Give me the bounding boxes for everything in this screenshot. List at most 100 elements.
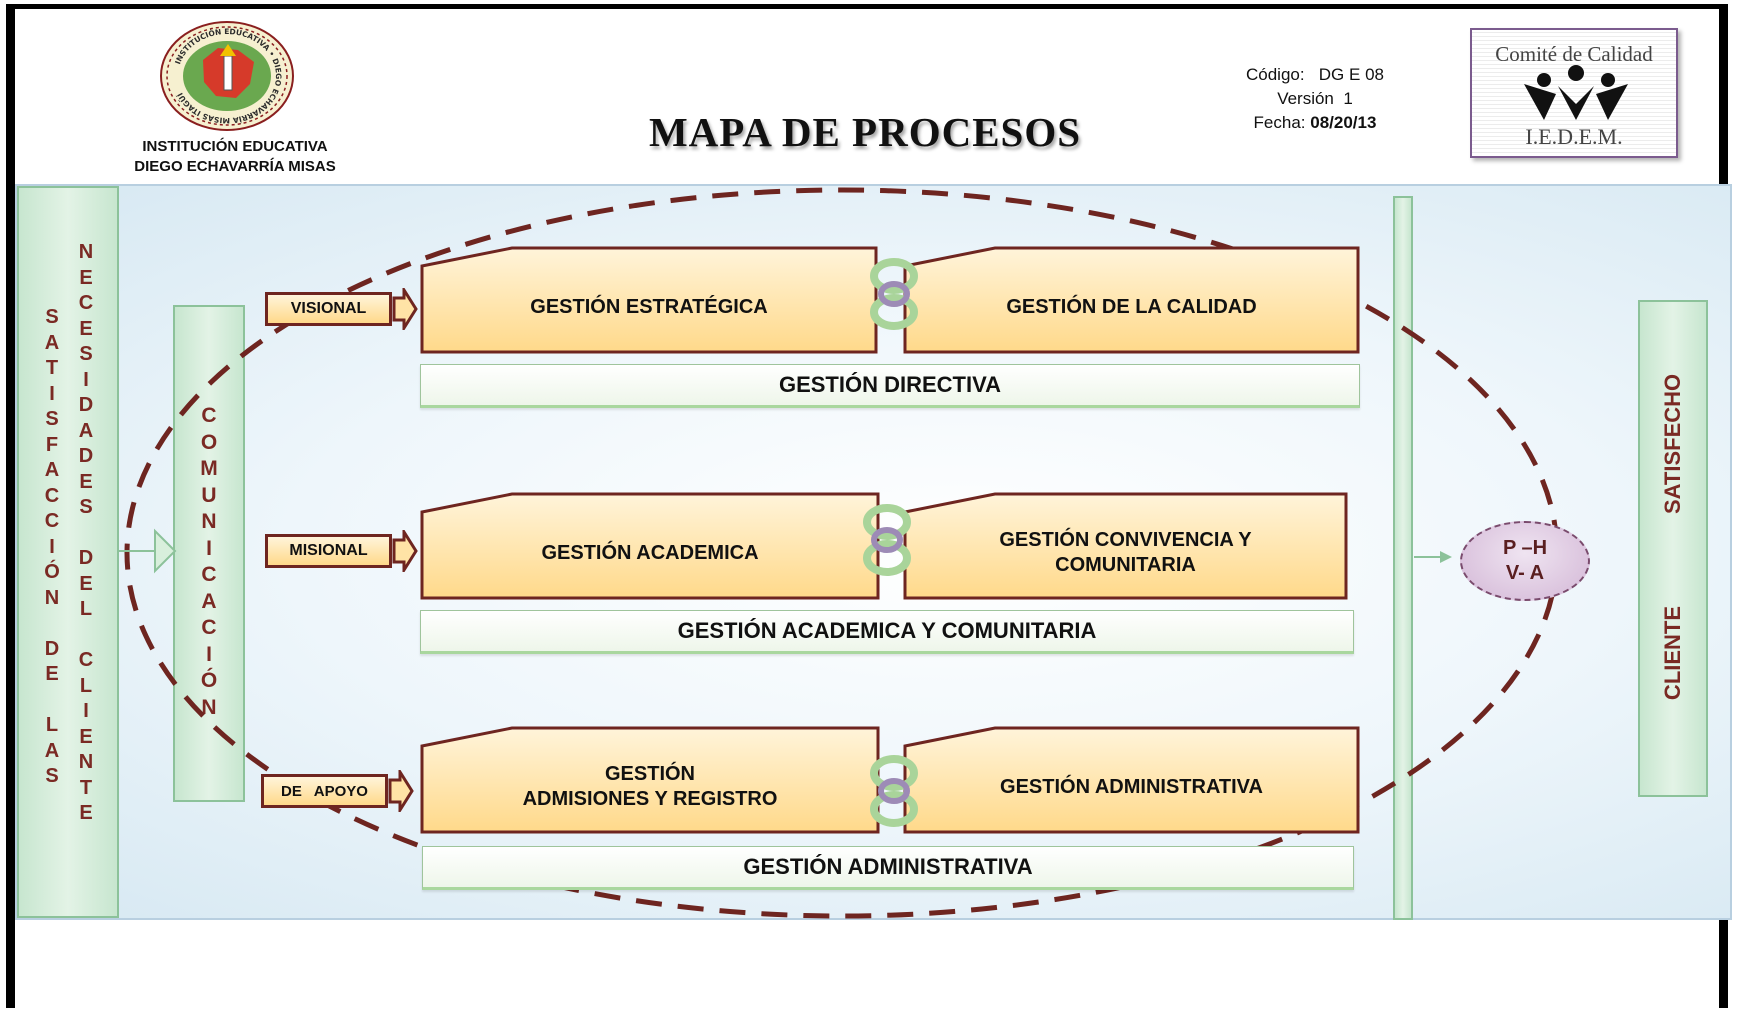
fecha-label: Fecha:	[1253, 113, 1306, 132]
process-gestion-administrativa: GESTIÓN ADMINISTRATIVA	[903, 726, 1360, 834]
vertical-letter: E	[79, 802, 93, 824]
vertical-letter: E	[79, 266, 93, 289]
vertical-letter: C	[78, 649, 94, 671]
vertical-letter: L	[79, 674, 93, 697]
process-label: GESTIÓN ESTRATÉGICA	[530, 295, 768, 318]
process-label-line-1: GESTIÓN CONVIVENCIA Y	[999, 529, 1252, 551]
vertical-letter: E	[45, 663, 59, 685]
comite-title: Comité de Calidad	[1495, 42, 1653, 66]
vertical-letter: C	[201, 563, 217, 586]
version-value: 1	[1343, 89, 1353, 108]
process-label-line-2: ADMISIONES Y REGISTRO	[522, 788, 778, 810]
vertical-letter: C	[201, 404, 217, 427]
vertical-letter: S	[45, 306, 59, 328]
vertical-letter: L	[45, 714, 59, 736]
codigo-value: DG E 08	[1318, 65, 1384, 84]
process-label: GESTIÓN CONVIVENCIA Y COMUNITARIA	[903, 492, 1348, 600]
group-gestion-directiva: GESTIÓN DIRECTIVA	[420, 364, 1360, 408]
vertical-letter: S	[79, 343, 93, 365]
vertical-letter: A	[44, 459, 60, 481]
vertical-letter: D	[78, 394, 94, 416]
vertical-letter: U	[201, 483, 217, 507]
comite-sub: I.E.D.E.M.	[1525, 124, 1623, 149]
institution-line-1: INSTITUCIÓN EDUCATIVA	[142, 138, 328, 155]
vertical-letter: A	[78, 419, 94, 442]
comite-calidad-logo: Comité de Calidad I.E.D.E.M.	[1470, 28, 1678, 158]
process-label: GESTIÓN ADMINISTRATIVA	[1000, 775, 1263, 798]
process-gestion-calidad: GESTIÓN DE LA CALIDAD	[903, 246, 1360, 354]
output-divider-bar	[1393, 196, 1413, 920]
vertical-letter: F	[45, 433, 59, 456]
vertical-letter: Ó	[44, 561, 60, 583]
vertical-letter: I	[83, 700, 89, 722]
vertical-letter: E	[79, 572, 93, 595]
vertical-letter: A	[44, 739, 60, 762]
process-gestion-convivencia: GESTIÓN CONVIVENCIA Y COMUNITARIA	[903, 492, 1348, 600]
vertical-letter: S	[45, 408, 59, 430]
institution-line-2: DIEGO ECHAVARRÍA MISAS	[134, 158, 336, 175]
vertical-letter: I	[49, 382, 55, 405]
vertical-letter: I	[206, 642, 212, 666]
satisfecho-label: SATISFECHO	[1660, 373, 1685, 514]
process-label: GESTIÓN ACADEMICA	[541, 541, 759, 564]
vertical-letter	[49, 611, 55, 637]
version-label: Versión	[1277, 89, 1334, 108]
satisfaccion-band	[17, 186, 119, 918]
vertical-letter: T	[79, 776, 93, 799]
process-label: GESTIÓN DE LA CALIDAD	[1006, 295, 1257, 318]
cliente-label: CLIENTE	[1660, 605, 1685, 701]
vertical-letter: I	[49, 535, 55, 558]
vertical-letter: Ó	[200, 669, 218, 692]
phva-line-1: P –H	[1502, 537, 1548, 559]
codigo-label: Código:	[1246, 65, 1305, 84]
vertical-letter: A	[44, 331, 60, 354]
row-arrow-de-apoyo	[388, 770, 414, 812]
process-gestion-admisiones: GESTIÓN ADMISIONES Y REGISTRO	[420, 726, 880, 834]
group-gestion-administrativa: GESTIÓN ADMINISTRATIVA	[422, 846, 1354, 890]
vertical-letter: N	[201, 510, 217, 533]
row-arrow-visional	[392, 288, 418, 330]
phva-cycle-badge: P –H V- A	[1460, 521, 1590, 601]
vertical-letter: E	[79, 725, 93, 748]
vertical-letter: D	[78, 445, 94, 467]
vertical-letter: N	[78, 751, 94, 773]
vertical-letter: D	[44, 637, 60, 660]
row-arrow-misional	[392, 530, 418, 572]
row-label-misional: MISIONAL	[265, 534, 392, 568]
vertical-letter: I	[83, 368, 89, 391]
vertical-letter: O	[200, 430, 218, 454]
vertical-letter	[49, 688, 55, 714]
group-gestion-academica-comunitaria: GESTIÓN ACADEMICA Y COMUNITARIA	[420, 610, 1354, 654]
phva-line-2: V- A	[1505, 562, 1545, 584]
vertical-letter: M	[200, 457, 218, 480]
process-gestion-academica: GESTIÓN ACADEMICA	[420, 492, 880, 600]
vertical-letter: N	[201, 695, 217, 719]
row-label-visional: VISIONAL	[265, 292, 392, 326]
institution-logo: INSTITUCIÓN EDUCATIVA • DIEGO ECHAVARRÍA…	[158, 20, 296, 132]
chain-link-icon	[870, 258, 918, 330]
page-title: MAPA DE PROCESOS	[648, 109, 1082, 155]
vertical-letter	[83, 623, 89, 649]
vertical-letter: E	[79, 317, 93, 340]
process-label: GESTIÓN ADMISIONES Y REGISTRO	[420, 726, 880, 834]
process-label-line-1: GESTIÓN	[604, 763, 695, 785]
vertical-letter: C	[44, 484, 60, 507]
vertical-letter: S	[45, 765, 59, 787]
vertical-letter: C	[44, 510, 60, 532]
vertical-letter: D	[78, 547, 94, 569]
process-label-line-2: COMUNITARIA	[1055, 554, 1196, 576]
institution-name: INSTITUCIÓN EDUCATIVA DIEGO ECHAVARRÍA M…	[110, 137, 360, 177]
vertical-letter: S	[79, 496, 93, 518]
vertical-letter	[83, 521, 89, 547]
vertical-letter: I	[206, 536, 212, 560]
cliente-satisfecho-band	[1638, 300, 1708, 797]
people-icon	[1524, 65, 1628, 120]
vertical-letter: C	[201, 616, 217, 639]
row-label-de-apoyo: DE APOYO	[261, 774, 388, 808]
chain-link-icon	[870, 755, 918, 827]
fecha-value: 08/20/13	[1310, 113, 1377, 132]
document-meta: Código: DG E 08 Versión 1 Fecha: 08/20/1…	[1220, 63, 1410, 135]
